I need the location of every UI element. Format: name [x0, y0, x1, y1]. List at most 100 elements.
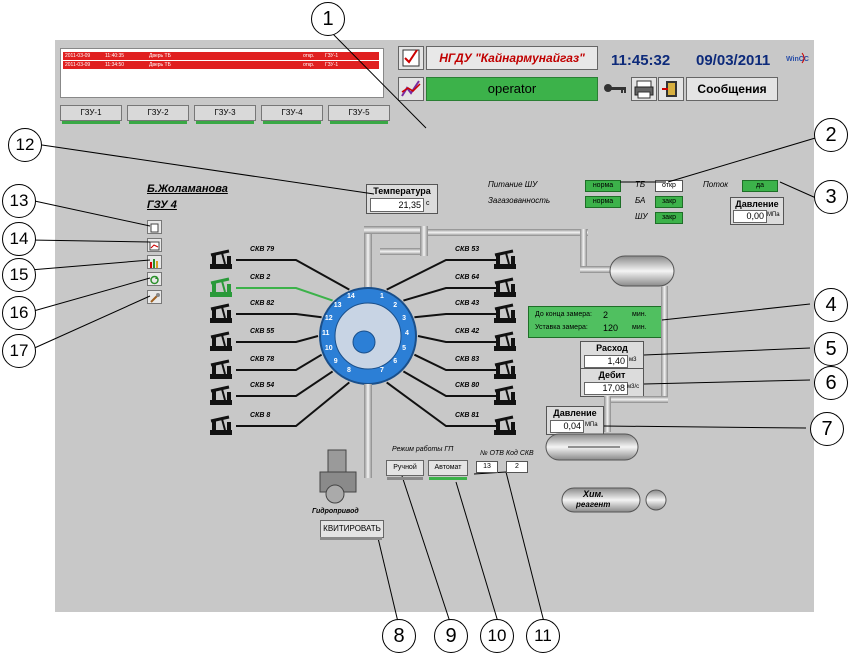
callout-6: 6 — [814, 366, 848, 400]
callout-17: 17 — [2, 334, 36, 368]
pipe — [380, 248, 428, 255]
rotor-channel: 13 — [333, 301, 342, 309]
logo-icon: WinCC — [786, 50, 810, 66]
shu-indicator: закр — [655, 212, 683, 224]
rotor-channel: 6 — [393, 358, 398, 366]
callout-line — [667, 135, 823, 183]
callout-line — [603, 425, 807, 429]
well-label: СКВ 8 — [250, 412, 271, 419]
pumpjack-icon[interactable] — [210, 303, 232, 323]
pumpjack-icon[interactable] — [494, 331, 516, 351]
tb-label: ТБ — [635, 180, 646, 189]
alarm-date: 2011-03-09 — [65, 53, 91, 59]
rotor-channel: 2 — [393, 301, 398, 309]
alarm-list[interactable]: 2011-03-09 11:40:35 Дверь ТБ откр. ГЗУ-1… — [60, 48, 384, 98]
reagent-pump — [645, 489, 667, 511]
pressure-top-value: 0,00 — [733, 210, 767, 223]
pipe — [428, 229, 588, 236]
tab-gzu-1[interactable]: ГЗУ-1 — [60, 105, 122, 124]
exit-door-icon[interactable] — [658, 77, 684, 101]
pumpjack-icon[interactable] — [210, 249, 232, 269]
hydro-flange — [325, 484, 345, 504]
well-line — [236, 381, 350, 427]
pumpjack-icon[interactable] — [494, 385, 516, 405]
company-title: НГДУ "Кайнармунайгаз" — [426, 46, 598, 70]
alarm-text: Дверь ТБ — [149, 62, 171, 68]
alarm-text: Дверь ТБ — [149, 53, 171, 59]
pumpjack-icon[interactable] — [494, 415, 516, 435]
well-line — [236, 335, 319, 343]
pumpjack-icon[interactable] — [210, 385, 232, 405]
debit-label: Дебит — [598, 370, 626, 380]
temperature-panel: Температура 21,35 с — [366, 184, 438, 214]
pumpjack-icon[interactable] — [210, 331, 232, 351]
tab-indicator — [196, 121, 254, 124]
pumpjack-icon[interactable] — [210, 359, 232, 379]
tab-indicator — [62, 121, 120, 124]
messages-button[interactable]: Сообщения — [686, 77, 778, 101]
callout-9: 9 — [434, 619, 468, 653]
callout-2: 2 — [814, 118, 848, 152]
well-line — [402, 370, 500, 397]
pumpjack-icon[interactable] — [494, 303, 516, 323]
tab-gzu-5[interactable]: ГЗУ-5 — [328, 105, 390, 124]
gas-indicator: норма — [585, 196, 621, 208]
pressure-bottom-value: 0,04 — [550, 420, 584, 433]
code-value: 2 — [506, 461, 528, 473]
acknowledge-button[interactable]: КВИТИРОВАТЬ — [320, 520, 384, 538]
callout-line — [29, 277, 151, 313]
report-icon[interactable] — [147, 238, 162, 252]
flow-rate-panel: Расход 1,40 м3 — [580, 341, 644, 370]
tab-label: ГЗУ-4 — [281, 108, 303, 117]
rotor-channel: 1 — [379, 292, 384, 300]
tab-gzu-4[interactable]: ГЗУ-4 — [261, 105, 323, 124]
auto-button[interactable]: Автомат — [428, 460, 468, 480]
pumpjack-icon[interactable] — [494, 359, 516, 379]
pipe — [364, 226, 428, 234]
bar-chart-icon[interactable] — [147, 255, 162, 269]
pumpjack-icon[interactable] — [494, 277, 516, 297]
callout-15: 15 — [2, 258, 36, 292]
tab-gzu-3[interactable]: ГЗУ-3 — [194, 105, 256, 124]
pumpjack-icon[interactable] — [210, 277, 232, 297]
pumpjack-icon[interactable] — [210, 415, 232, 435]
callout-10: 10 — [480, 619, 514, 653]
pressure-top-label: Давление — [735, 199, 779, 209]
checklist-icon[interactable] — [398, 46, 424, 70]
temperature-value: 21,35 — [370, 198, 424, 212]
tab-label: ГЗУ-1 — [80, 108, 102, 117]
refresh-icon[interactable] — [147, 272, 162, 286]
drive-shaft — [364, 384, 372, 478]
tab-label: ГЗУ-2 — [147, 108, 169, 117]
ba-label: БА — [635, 196, 646, 205]
manual-button[interactable]: Ручной — [386, 460, 424, 480]
alarm-row[interactable]: 2011-03-09 11:40:35 Дверь ТБ откр. ГЗУ-1 — [63, 52, 379, 60]
flow-rate-value: 1,40 — [584, 355, 628, 368]
printer-icon[interactable] — [631, 77, 657, 101]
pressure-top-panel: Давление 0,00 МПа — [730, 197, 784, 225]
document-icon[interactable] — [147, 220, 162, 234]
setpoint-label: Уставка замера: — [535, 324, 588, 331]
well-line — [403, 287, 500, 302]
manual-label: Ручной — [393, 464, 417, 471]
pipe — [661, 286, 668, 402]
well-line — [386, 381, 500, 427]
trend-icon[interactable] — [398, 77, 424, 101]
pumpjack-icon[interactable] — [494, 249, 516, 269]
well-label: СКВ 82 — [250, 300, 275, 307]
pipe — [420, 226, 428, 256]
key-icon[interactable] — [602, 79, 628, 97]
tab-gzu-2[interactable]: ГЗУ-2 — [127, 105, 189, 124]
tools-icon[interactable] — [147, 290, 162, 304]
operator-field[interactable]: operator — [426, 77, 598, 101]
well-label: СКВ 43 — [455, 300, 480, 307]
otv-label: № ОТВ — [480, 450, 504, 457]
alarm-state: откр. — [303, 53, 315, 59]
well-label: СКВ 79 — [250, 246, 275, 253]
remaining-value: 2 — [603, 310, 609, 320]
mode-label: Режим работы ГП — [392, 446, 454, 453]
alarm-row[interactable]: 2011-03-09 11:34:50 Дверь ТБ откр. ГЗУ-1 — [63, 61, 379, 69]
alarm-object: ГЗУ-1 — [325, 53, 339, 59]
callout-12: 12 — [8, 128, 42, 162]
callout-14: 14 — [2, 222, 36, 256]
